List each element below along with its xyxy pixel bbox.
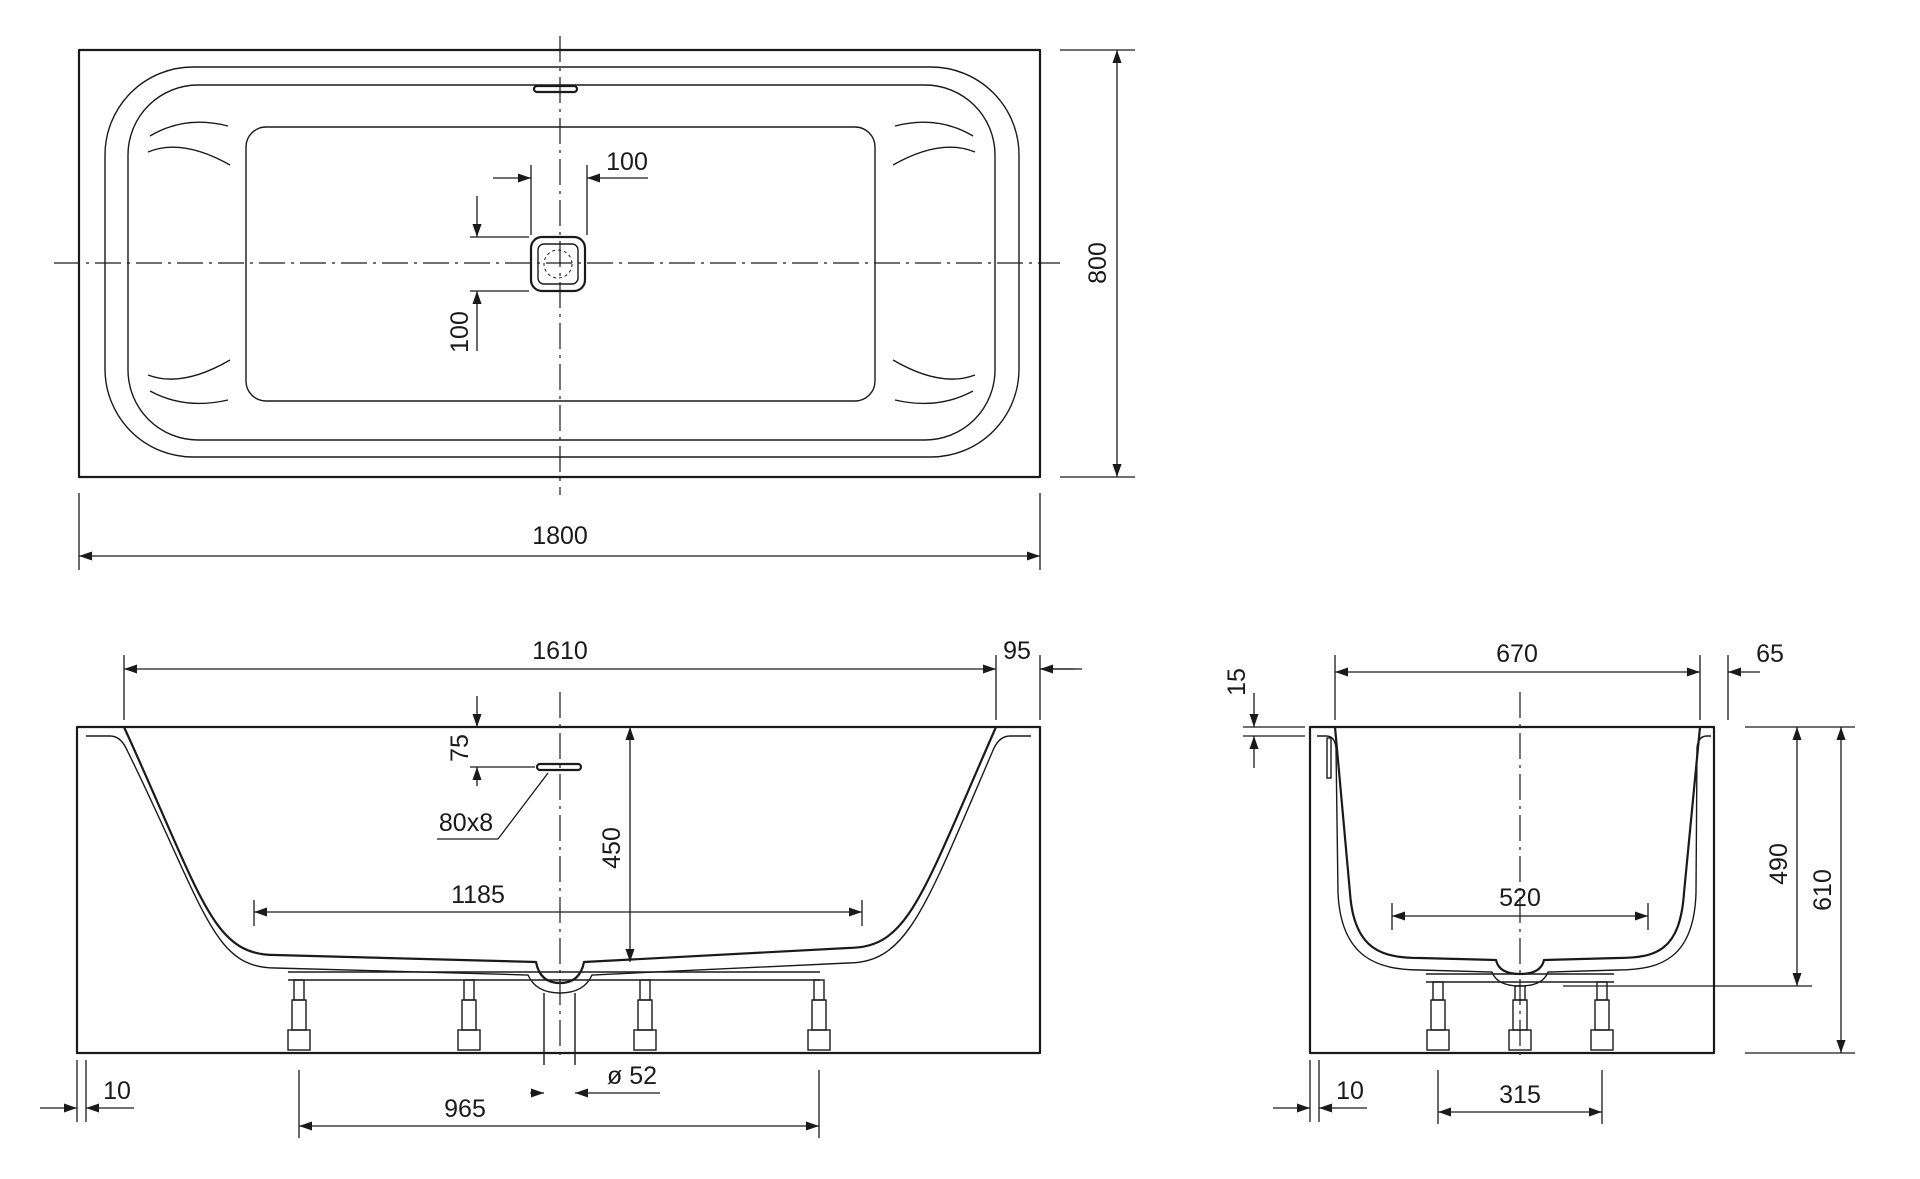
adjustable-foot-icon <box>457 979 481 1051</box>
adjustable-foot-icon <box>633 979 657 1051</box>
dim-label-75: 75 <box>446 734 474 762</box>
dim-label-52: ø 52 <box>607 1062 657 1090</box>
top-view-overflow-slot <box>532 84 579 94</box>
dim-label-drain-x: 100 <box>606 148 648 176</box>
drain-icon <box>529 235 587 293</box>
dim-label-95: 95 <box>1003 637 1031 665</box>
top-view-contour-lines <box>147 121 976 405</box>
top-view: 1800 800 100 100 <box>54 36 1135 570</box>
dim-label-520: 520 <box>1499 884 1541 912</box>
side-view: 1610 95 75 80x8 450 1185 10 965 ø 52 <box>40 637 1082 1138</box>
dim-label-65: 65 <box>1756 640 1784 668</box>
adjustable-foot-icon <box>1590 981 1614 1051</box>
end-view-feet <box>1426 973 1614 1051</box>
adjustable-foot-icon <box>1426 981 1450 1051</box>
dim-label-800: 800 <box>1084 242 1112 284</box>
end-view: 670 65 15 520 490 610 10 315 <box>1223 640 1855 1124</box>
dim-label-670: 670 <box>1496 640 1538 668</box>
top-view-rim <box>104 66 1020 458</box>
adjustable-foot-icon <box>1508 985 1532 1051</box>
side-view-feet <box>287 971 831 1065</box>
dim-label-end-10: 10 <box>1336 1077 1364 1105</box>
adjustable-foot-icon <box>287 979 311 1051</box>
dim-label-965: 965 <box>444 1095 486 1123</box>
end-view-basin-outer <box>1333 726 1702 976</box>
side-view-overflow-slot <box>535 762 583 772</box>
leader-line <box>497 772 549 840</box>
end-view-outline <box>1308 725 1716 1055</box>
dim-label-80x8: 80x8 <box>439 809 493 837</box>
dim-label-15: 15 <box>1223 668 1251 696</box>
drain-cover <box>537 243 579 285</box>
dim-label-490: 490 <box>1765 843 1793 885</box>
dim-label-1185: 1185 <box>451 881 505 909</box>
dim-label-450: 450 <box>598 827 626 869</box>
dim-label-315: 315 <box>1499 1081 1541 1109</box>
drain-hole <box>543 249 573 279</box>
side-view-outline <box>75 725 1042 1055</box>
dim-label-610: 610 <box>1809 869 1837 911</box>
dim-label-drain-y: 100 <box>446 311 474 353</box>
dim-label-side-10: 10 <box>103 1077 131 1105</box>
adjustable-foot-icon <box>807 979 831 1051</box>
dim-label-1800: 1800 <box>532 522 588 550</box>
side-view-basin-inner <box>86 735 1031 994</box>
end-view-overflow-mark <box>1326 737 1332 779</box>
dim-label-1610: 1610 <box>532 637 588 665</box>
